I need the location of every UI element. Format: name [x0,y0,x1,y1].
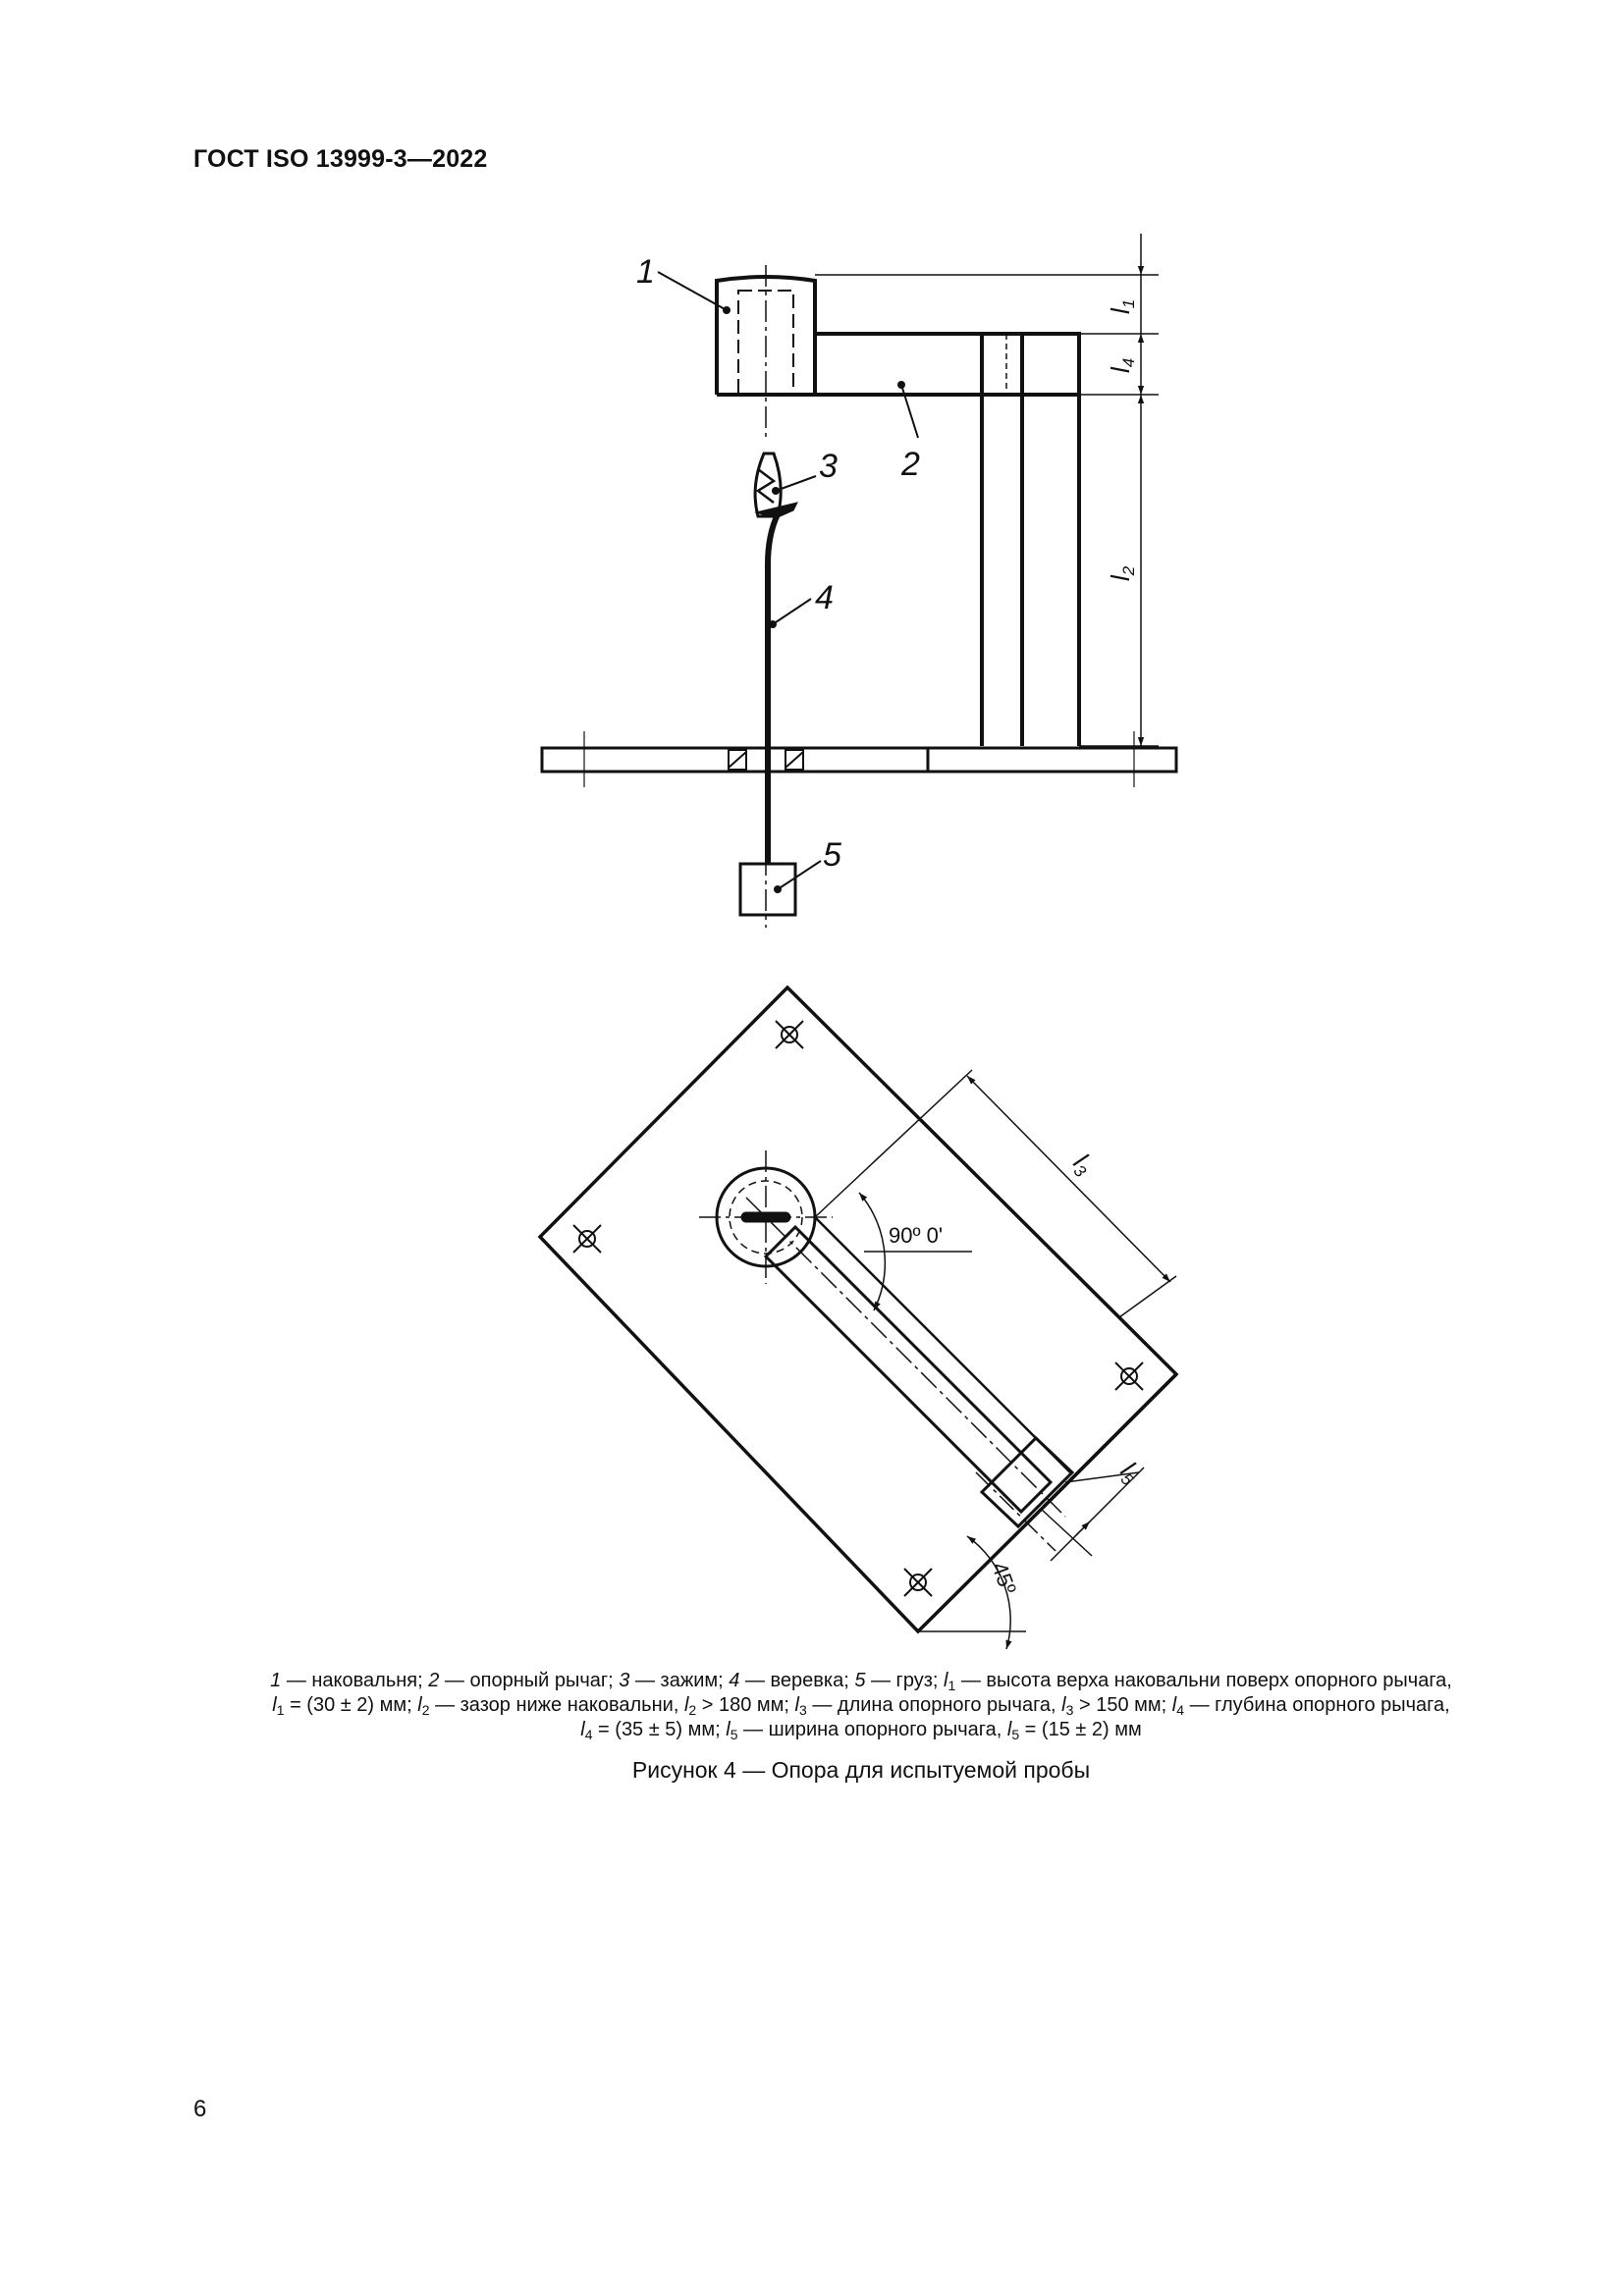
anvil-hidden-bore [737,290,794,396]
dim-l4-label: l4 [1106,358,1138,373]
side-view [540,234,1178,928]
dim-l3-label: l3 [1066,1148,1100,1181]
dim-l2-label: l2 [1106,565,1138,581]
top-view [537,985,1179,1650]
callout-4: 4 [815,579,834,616]
screw-holes [572,1020,1144,1597]
legend-line-2: l1 = (30 ± 2) мм; l2 — зазор ниже накова… [272,1694,1450,1718]
figure-caption: Рисунок 4 — Опора для испытуемой пробы [631,1757,1091,1783]
callout-2: 2 [900,446,920,483]
legend-line-1: 1 — наковальня; 2 — опорный рычаг; 3 — з… [270,1670,1452,1693]
angle-90-label: 90º 0' [889,1223,943,1248]
leader-lines [657,271,919,890]
angle-45-label: 45º [987,1559,1021,1597]
rope [765,512,781,864]
support-lever-arm [815,332,1081,397]
callout-1: 1 [636,253,655,291]
page-number: 6 [193,2096,207,2122]
technical-drawing: 1 2 3 4 5 l1 l4 l2 [537,234,1179,1650]
legend-line-3: l4 = (35 ± 5) мм; l5 — ширина опорного р… [580,1719,1142,1742]
base-plate [540,746,1178,774]
figure-legend: 1 — наковальня; 2 — опорный рычаг; 3 — з… [189,1669,1534,1742]
top-lever [763,1224,1054,1515]
callout-3: 3 [819,448,838,485]
callout-5: 5 [823,836,841,874]
dim-l5-label: l5 [1113,1456,1147,1489]
lever-end-block [979,1435,1075,1529]
weight [738,862,797,917]
document-header: ГОСТ ISO 13999-3—2022 [193,145,488,173]
dim-l1-label: l1 [1106,299,1138,314]
side-dimensions [815,234,1159,747]
